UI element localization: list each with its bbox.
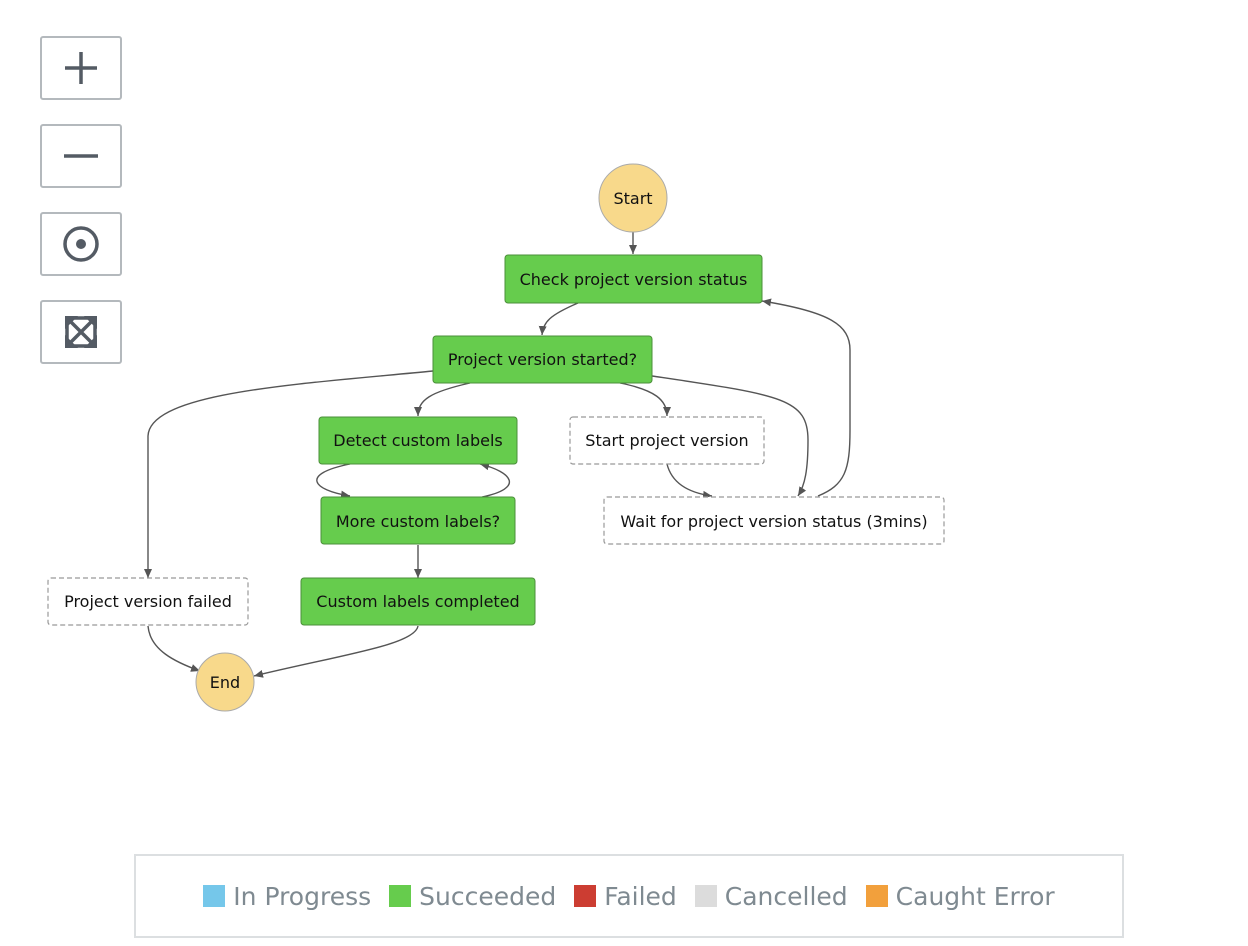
expand-arrows-icon xyxy=(65,316,97,348)
legend-label: Succeeded xyxy=(419,881,557,911)
fit-view-button[interactable] xyxy=(40,300,122,364)
edge-started-to-detect xyxy=(414,382,471,417)
status-legend: In Progress Succeeded Failed Cancelled C… xyxy=(134,854,1124,938)
node-end-label: End xyxy=(210,673,240,692)
node-labels-completed[interactable]: Custom labels completed xyxy=(300,577,536,626)
node-wait-status-label: Wait for project version status (3mins) xyxy=(620,512,927,531)
edge-wait-to-check xyxy=(761,298,851,497)
node-detect-labels-label: Detect custom labels xyxy=(333,431,502,450)
failed-swatch xyxy=(574,885,597,907)
edge-more-to-detect xyxy=(479,462,510,498)
node-more-labels-label: More custom labels? xyxy=(336,512,500,531)
node-end[interactable]: End xyxy=(195,652,255,712)
edge-completed-to-end xyxy=(253,625,419,678)
edge-started-to-failed xyxy=(144,370,434,578)
legend-label: Failed xyxy=(604,881,677,911)
legend-item-failed: Failed xyxy=(574,882,677,911)
node-start-label: Start xyxy=(613,189,652,208)
edge-detect-to-more xyxy=(316,463,351,499)
center-button[interactable] xyxy=(40,212,122,276)
legend-label: Cancelled xyxy=(724,881,848,911)
target-icon xyxy=(63,226,99,262)
legend-label: Caught Error xyxy=(895,881,1055,911)
node-start-version-label: Start project version xyxy=(585,431,748,450)
node-check-status[interactable]: Check project version status xyxy=(504,254,763,304)
cancelled-swatch xyxy=(694,885,717,907)
node-version-failed[interactable]: Project version failed xyxy=(47,577,249,626)
legend-label: In Progress xyxy=(233,881,372,911)
legend-item-succeeded: Succeeded xyxy=(389,882,556,911)
in-progress-swatch xyxy=(203,885,226,907)
node-version-started[interactable]: Project version started? xyxy=(432,335,653,384)
edge-started-to-wait xyxy=(651,375,809,497)
node-detect-labels[interactable]: Detect custom labels xyxy=(318,416,518,465)
caught-error-swatch xyxy=(865,885,888,907)
succeeded-swatch xyxy=(389,885,412,907)
state-machine-diagram: Start Check project version status Proje… xyxy=(47,163,945,712)
node-version-started-label: Project version started? xyxy=(448,350,637,369)
minus-icon xyxy=(64,154,98,158)
node-check-status-label: Check project version status xyxy=(520,270,748,289)
legend-item-in-progress: In Progress xyxy=(203,882,371,911)
node-labels-completed-label: Custom labels completed xyxy=(316,592,519,611)
legend-item-caught-error: Caught Error xyxy=(865,881,1055,911)
plus-icon xyxy=(65,52,97,84)
zoom-out-button[interactable] xyxy=(40,124,122,188)
edge-startversion-to-wait xyxy=(666,463,713,499)
edge-failed-to-end xyxy=(147,625,201,672)
edge-started-to-startversion xyxy=(619,382,671,417)
node-wait-status[interactable]: Wait for project version status (3mins) xyxy=(603,496,945,545)
node-start[interactable]: Start xyxy=(598,163,668,233)
node-start-version[interactable]: Start project version xyxy=(569,416,765,465)
zoom-in-button[interactable] xyxy=(40,36,122,100)
edge-check-to-started xyxy=(538,302,579,336)
legend-item-cancelled: Cancelled xyxy=(694,881,848,911)
node-version-failed-label: Project version failed xyxy=(64,592,232,611)
node-more-labels[interactable]: More custom labels? xyxy=(320,496,516,545)
